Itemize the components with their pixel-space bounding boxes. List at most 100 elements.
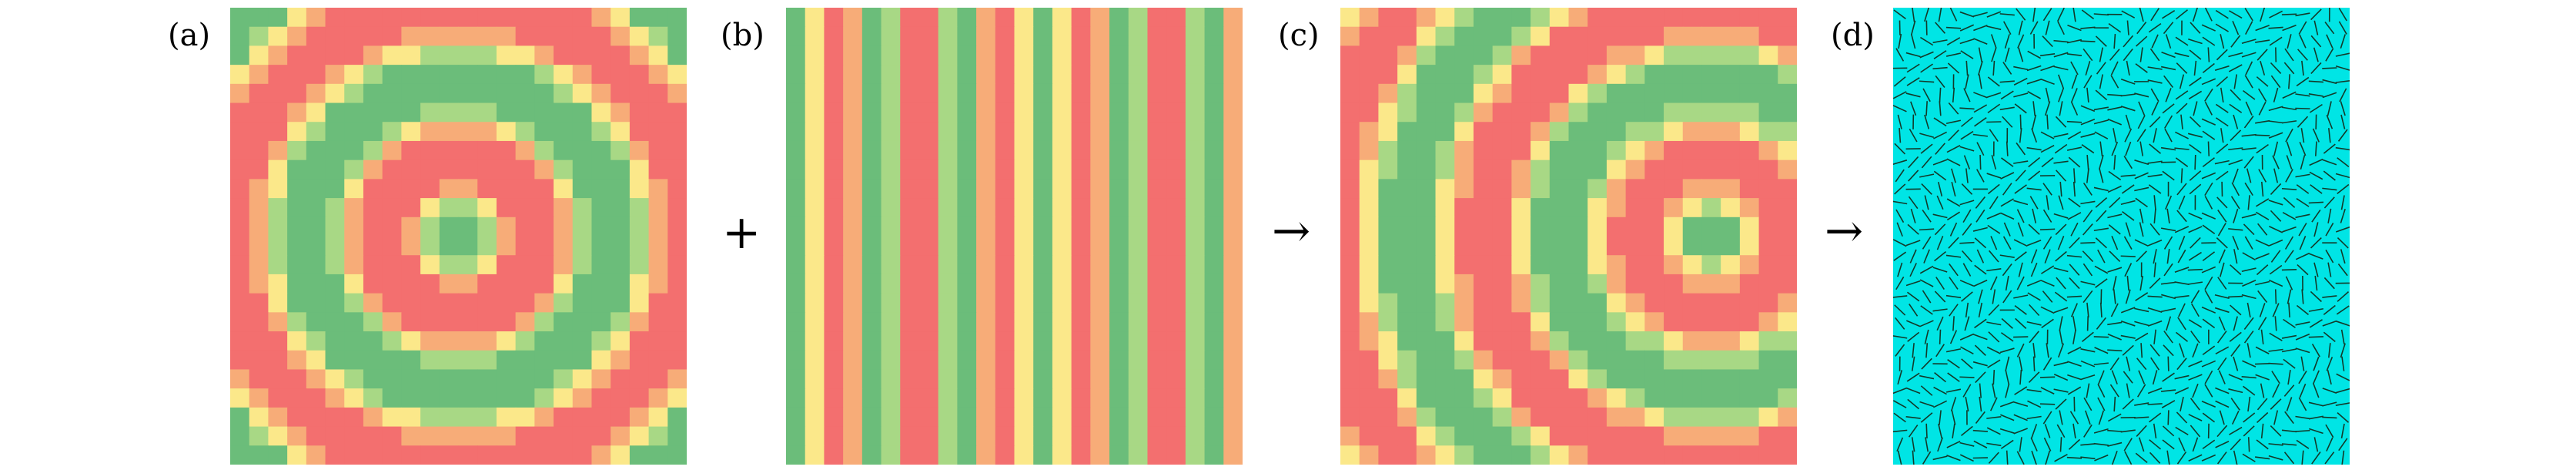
- grid-cell: [458, 350, 478, 371]
- direction-stroke: [2150, 357, 2160, 371]
- direction-stroke: [1959, 24, 1975, 32]
- direction-stroke: [2340, 249, 2346, 264]
- grid-cell: [1549, 426, 1570, 446]
- direction-stroke: [2057, 8, 2065, 22]
- grid-cell: [1340, 179, 1360, 199]
- direction-stroke: [2070, 303, 2078, 317]
- grid-cell: [325, 388, 345, 408]
- direction-stroke: [2042, 183, 2052, 196]
- grid-cell: [1664, 236, 1684, 256]
- grid-cell: [1416, 312, 1437, 332]
- grid-cell: [1090, 388, 1110, 408]
- direction-stroke: [2054, 143, 2068, 154]
- grid-cell: [1378, 102, 1398, 123]
- direction-stroke: [2216, 237, 2228, 249]
- grid-cell: [401, 236, 421, 256]
- grid-cell: [1644, 140, 1664, 161]
- grid-cell: [1147, 45, 1167, 65]
- direction-stroke: [1905, 280, 1921, 287]
- grid-cell: [1587, 179, 1607, 199]
- grid-cell: [401, 26, 421, 47]
- direction-stroke: [2028, 223, 2040, 235]
- grid-cell: [957, 102, 977, 123]
- grid-cell: [1378, 255, 1398, 275]
- panel-b-grid: [786, 8, 1243, 465]
- direction-stroke: [2134, 172, 2149, 180]
- direction-stroke: [2255, 374, 2270, 381]
- direction-stroke: [2270, 62, 2282, 75]
- grid-cell: [1014, 350, 1034, 371]
- grid-cell: [1778, 83, 1797, 104]
- direction-stroke: [2228, 52, 2243, 58]
- direction-stroke: [2150, 88, 2159, 102]
- direction-stroke: [2201, 212, 2216, 220]
- grid-cell: [629, 274, 650, 294]
- direction-stroke: [1921, 156, 1932, 169]
- grid-cell: [1664, 369, 1684, 389]
- grid-cell: [1549, 407, 1570, 428]
- grid-cell: [344, 388, 364, 408]
- direction-stroke: [1990, 34, 1997, 49]
- direction-stroke: [1986, 346, 2001, 354]
- direction-stroke: [2241, 133, 2257, 137]
- direction-stroke: [2135, 292, 2149, 301]
- direction-stroke: [2335, 226, 2350, 233]
- grid-cell: [1625, 83, 1645, 104]
- grid-cell: [268, 293, 288, 313]
- direction-stroke: [2107, 413, 2122, 422]
- grid-cell: [325, 331, 345, 351]
- grid-cell: [344, 274, 364, 294]
- direction-stroke: [2215, 9, 2229, 19]
- direction-stroke: [2120, 307, 2136, 314]
- direction-stroke: [2337, 412, 2350, 423]
- grid-cell: [843, 293, 863, 313]
- grid-cell: [1606, 369, 1627, 389]
- direction-stroke: [2120, 429, 2136, 433]
- grid-cell: [824, 179, 844, 199]
- grid-cell: [1511, 274, 1531, 294]
- direction-stroke: [2215, 117, 2229, 127]
- grid-cell: [995, 426, 1015, 446]
- direction-stroke: [1925, 101, 1928, 116]
- grid-cell: [572, 312, 593, 332]
- grid-cell: [629, 312, 650, 332]
- grid-cell: [843, 445, 863, 465]
- direction-stroke: [1975, 209, 1986, 223]
- grid-cell: [1492, 350, 1512, 371]
- grid-cell: [534, 331, 554, 351]
- grid-cell: [534, 179, 554, 199]
- grid-cell: [1454, 140, 1474, 161]
- grid-cell: [1587, 426, 1607, 446]
- direction-stroke: [1920, 36, 1934, 46]
- grid-cell: [477, 8, 497, 28]
- direction-stroke: [2014, 184, 2027, 194]
- direction-stroke: [2335, 388, 2350, 394]
- direction-stroke: [2283, 384, 2295, 397]
- direction-stroke: [2148, 22, 2162, 33]
- grid-cell: [1701, 426, 1721, 446]
- grid-cell: [1606, 445, 1627, 465]
- grid-cell: [1014, 45, 1034, 65]
- direction-stroke: [2202, 439, 2216, 450]
- direction-stroke: [2138, 101, 2146, 116]
- grid-cell: [268, 426, 288, 446]
- direction-stroke: [2288, 74, 2290, 89]
- direction-stroke: [2147, 307, 2163, 313]
- grid-cell: [1340, 83, 1360, 104]
- grid-cell: [1397, 274, 1417, 294]
- grid-cell: [306, 83, 326, 104]
- grid-cell: [230, 26, 250, 47]
- direction-stroke: [1909, 263, 1917, 277]
- grid-cell: [382, 350, 402, 371]
- grid-cell: [1166, 140, 1186, 161]
- grid-cell: [1587, 45, 1607, 65]
- direction-stroke: [2341, 356, 2345, 371]
- direction-stroke: [2073, 329, 2076, 344]
- grid-cell: [1664, 179, 1684, 199]
- direction-stroke: [2281, 13, 2297, 15]
- direction-stroke: [2313, 356, 2320, 371]
- grid-cell: [1033, 140, 1053, 161]
- grid-cell: [861, 407, 882, 428]
- grid-cell: [1511, 293, 1531, 313]
- grid-cell: [1721, 350, 1741, 371]
